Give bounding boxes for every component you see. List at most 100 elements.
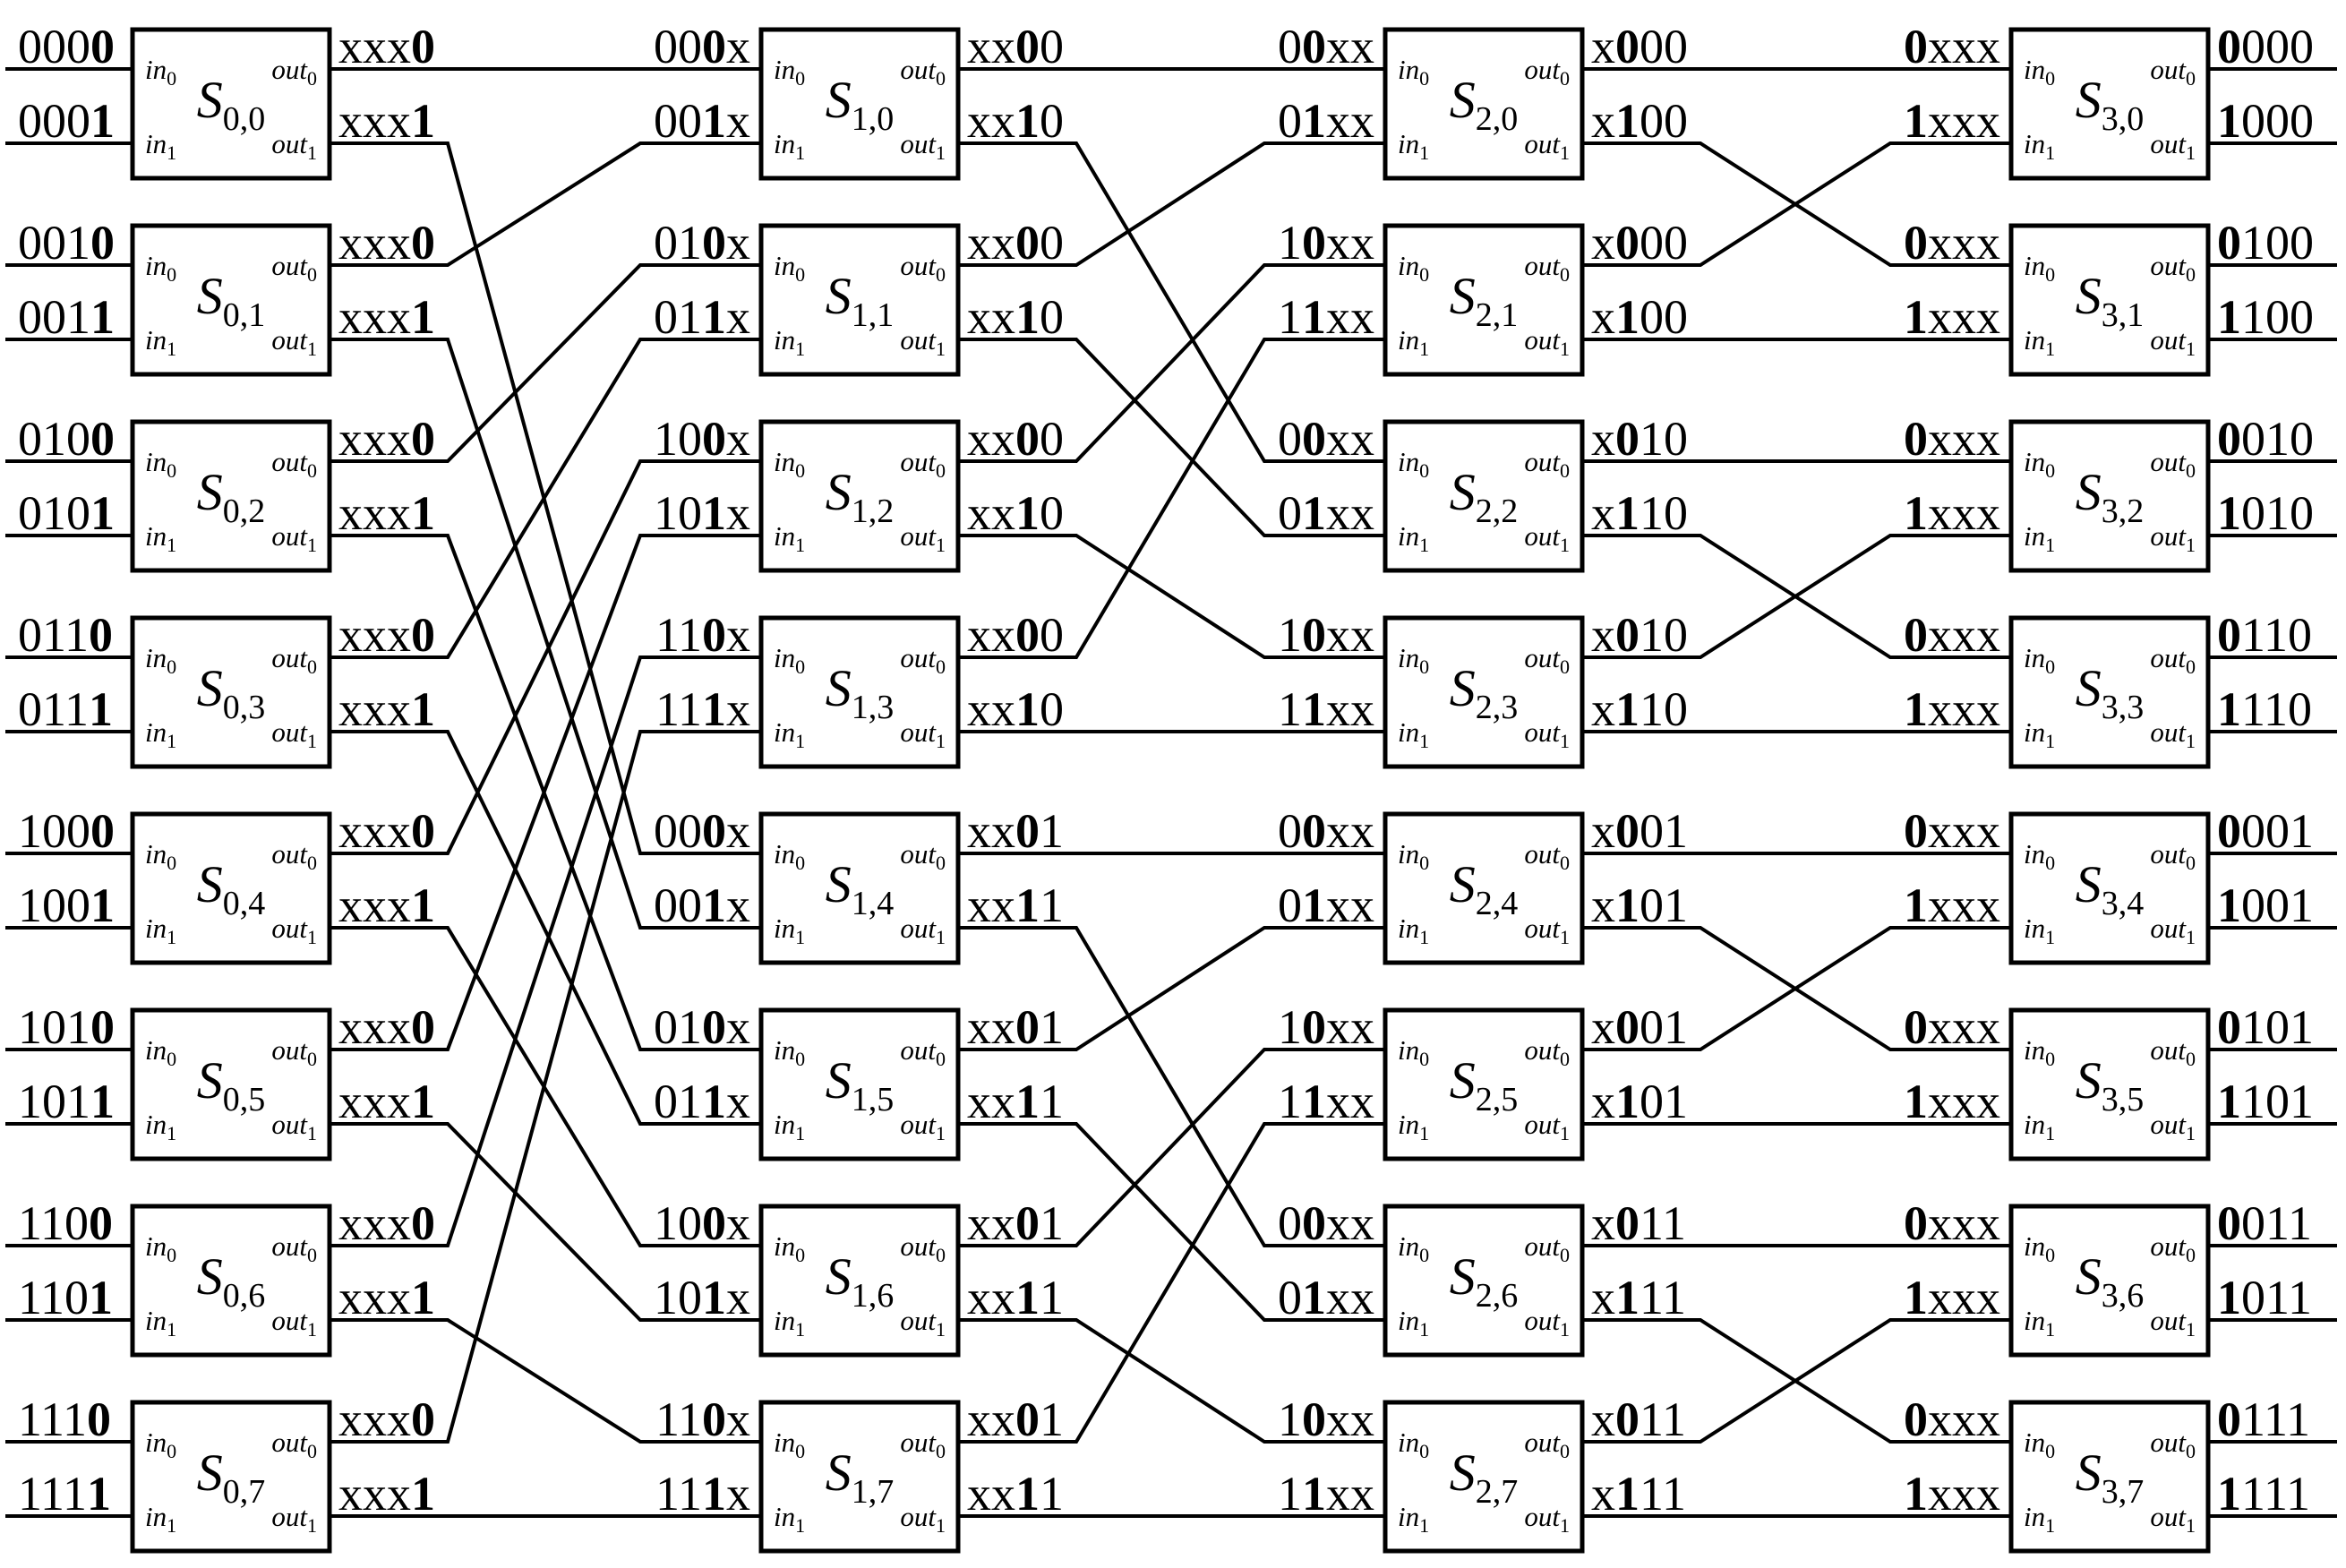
port-label-in1: in1	[774, 520, 805, 556]
switch-boxes-layer	[130, 27, 2211, 1554]
switch-box-S2,6	[1383, 1204, 1585, 1358]
port-label-out1: out1	[1524, 128, 1570, 164]
switch-box-S1,5	[758, 1007, 961, 1161]
input-label: 0xxx	[1904, 1196, 2000, 1250]
input-label: 0010	[18, 216, 115, 270]
input-label: 0000	[18, 20, 115, 73]
port-label-out0: out0	[900, 1230, 946, 1266]
switch-box-S2,3	[1383, 615, 1585, 769]
switch-label-S2,7: S2,7	[1450, 1444, 1519, 1511]
wire	[328, 655, 763, 1247]
switch-label-S3,3: S3,3	[2076, 659, 2145, 726]
output-label: x100	[1591, 290, 1688, 344]
input-label: 011x	[654, 1075, 750, 1128]
wire	[328, 338, 763, 659]
wire	[956, 1048, 1387, 1247]
output-label: x001	[1591, 804, 1688, 858]
port-label-in0: in0	[774, 1427, 805, 1462]
output-label: x111	[1591, 1467, 1686, 1521]
port-label-in1: in1	[1398, 1109, 1429, 1144]
switch-box-S2,2	[1383, 419, 1585, 573]
input-label: 00xx	[1278, 804, 1374, 858]
switch-box-S2,7	[1383, 1400, 1585, 1554]
output-label: 0011	[2217, 1196, 2312, 1250]
output-label: xx00	[967, 216, 1064, 270]
input-label: 1xxx	[1904, 1467, 2000, 1521]
port-label-out0: out0	[1524, 1427, 1570, 1462]
output-label: 0010	[2217, 412, 2314, 466]
input-label: 10xx	[1278, 1000, 1374, 1054]
input-label: 0xxx	[1904, 608, 2000, 662]
input-label: 11xx	[1278, 682, 1374, 736]
switch-box-S0,1	[130, 223, 332, 377]
input-label: 10xx	[1278, 608, 1374, 662]
wire	[1580, 534, 2013, 659]
wire	[956, 338, 1387, 659]
port-label-out0: out0	[2150, 54, 2196, 90]
port-label-out1: out1	[1524, 716, 1570, 752]
switch-box-S1,6	[758, 1204, 961, 1358]
port-label-in1: in1	[774, 128, 805, 164]
port-label-out1: out1	[1524, 520, 1570, 556]
input-label: 010x	[654, 216, 750, 270]
input-label: 1000	[18, 804, 115, 858]
output-label: 1001	[2217, 878, 2314, 932]
switch-label-S0,0: S0,0	[197, 71, 266, 138]
input-label: 11xx	[1278, 1075, 1374, 1128]
switch-label-S3,5: S3,5	[2076, 1051, 2145, 1118]
output-label: x000	[1591, 20, 1688, 73]
port-label-in0: in0	[145, 1230, 176, 1266]
port-label-out0: out0	[2150, 1034, 2196, 1070]
port-label-out0: out0	[1524, 54, 1570, 90]
input-label: 0xxx	[1904, 804, 2000, 858]
port-label-out1: out1	[2150, 1109, 2196, 1144]
port-label-out0: out0	[1524, 1034, 1570, 1070]
wire	[328, 459, 763, 855]
output-label: x101	[1591, 1075, 1688, 1128]
output-label: xxx0	[338, 804, 435, 858]
switch-box-S3,7	[2008, 1400, 2211, 1554]
switch-label-S2,4: S2,4	[1450, 855, 1519, 922]
port-label-in1: in1	[1398, 1501, 1429, 1537]
wire	[956, 534, 1387, 659]
port-label-out1: out1	[271, 1109, 317, 1144]
input-label: 000x	[654, 804, 750, 858]
port-label-in0: in0	[774, 1230, 805, 1266]
output-label: xxx0	[338, 1196, 435, 1250]
wires-layer	[5, 67, 2337, 1518]
port-label-in0: in0	[2024, 446, 2055, 482]
port-label-out0: out0	[271, 1034, 317, 1070]
port-label-in0: in0	[1398, 54, 1429, 90]
port-label-out0: out0	[900, 838, 946, 874]
wire	[956, 338, 1387, 537]
port-label-in1: in1	[145, 324, 176, 360]
output-label: xx01	[967, 1196, 1064, 1250]
wire	[956, 1122, 1387, 1444]
port-label-in0: in0	[774, 1034, 805, 1070]
port-label-in1: in1	[1398, 716, 1429, 752]
input-label: 1100	[18, 1196, 113, 1250]
port-label-out0: out0	[2150, 838, 2196, 874]
wire	[328, 338, 763, 930]
input-label: 11xx	[1278, 290, 1374, 344]
output-label: x110	[1591, 486, 1688, 540]
switch-box-S3,1	[2008, 223, 2211, 377]
port-label-out1: out1	[271, 128, 317, 164]
output-label: xxx0	[338, 216, 435, 270]
port-label-in0: in0	[145, 1427, 176, 1462]
switch-box-S2,0	[1383, 27, 1585, 181]
port-label-in0: in0	[774, 838, 805, 874]
switch-label-S1,6: S1,6	[826, 1247, 895, 1315]
port-label-out0: out0	[900, 54, 946, 90]
switch-box-S2,1	[1383, 223, 1585, 377]
port-label-in1: in1	[1398, 128, 1429, 164]
input-label: 0100	[18, 412, 115, 466]
output-label: xx11	[967, 1467, 1064, 1521]
port-label-in1: in1	[145, 520, 176, 556]
wire	[1580, 141, 2013, 267]
output-label: xxx0	[338, 20, 435, 73]
port-label-in0: in0	[1398, 1427, 1429, 1462]
port-label-in0: in0	[2024, 1427, 2055, 1462]
output-label: xx00	[967, 412, 1064, 466]
port-label-out1: out1	[271, 1305, 317, 1341]
